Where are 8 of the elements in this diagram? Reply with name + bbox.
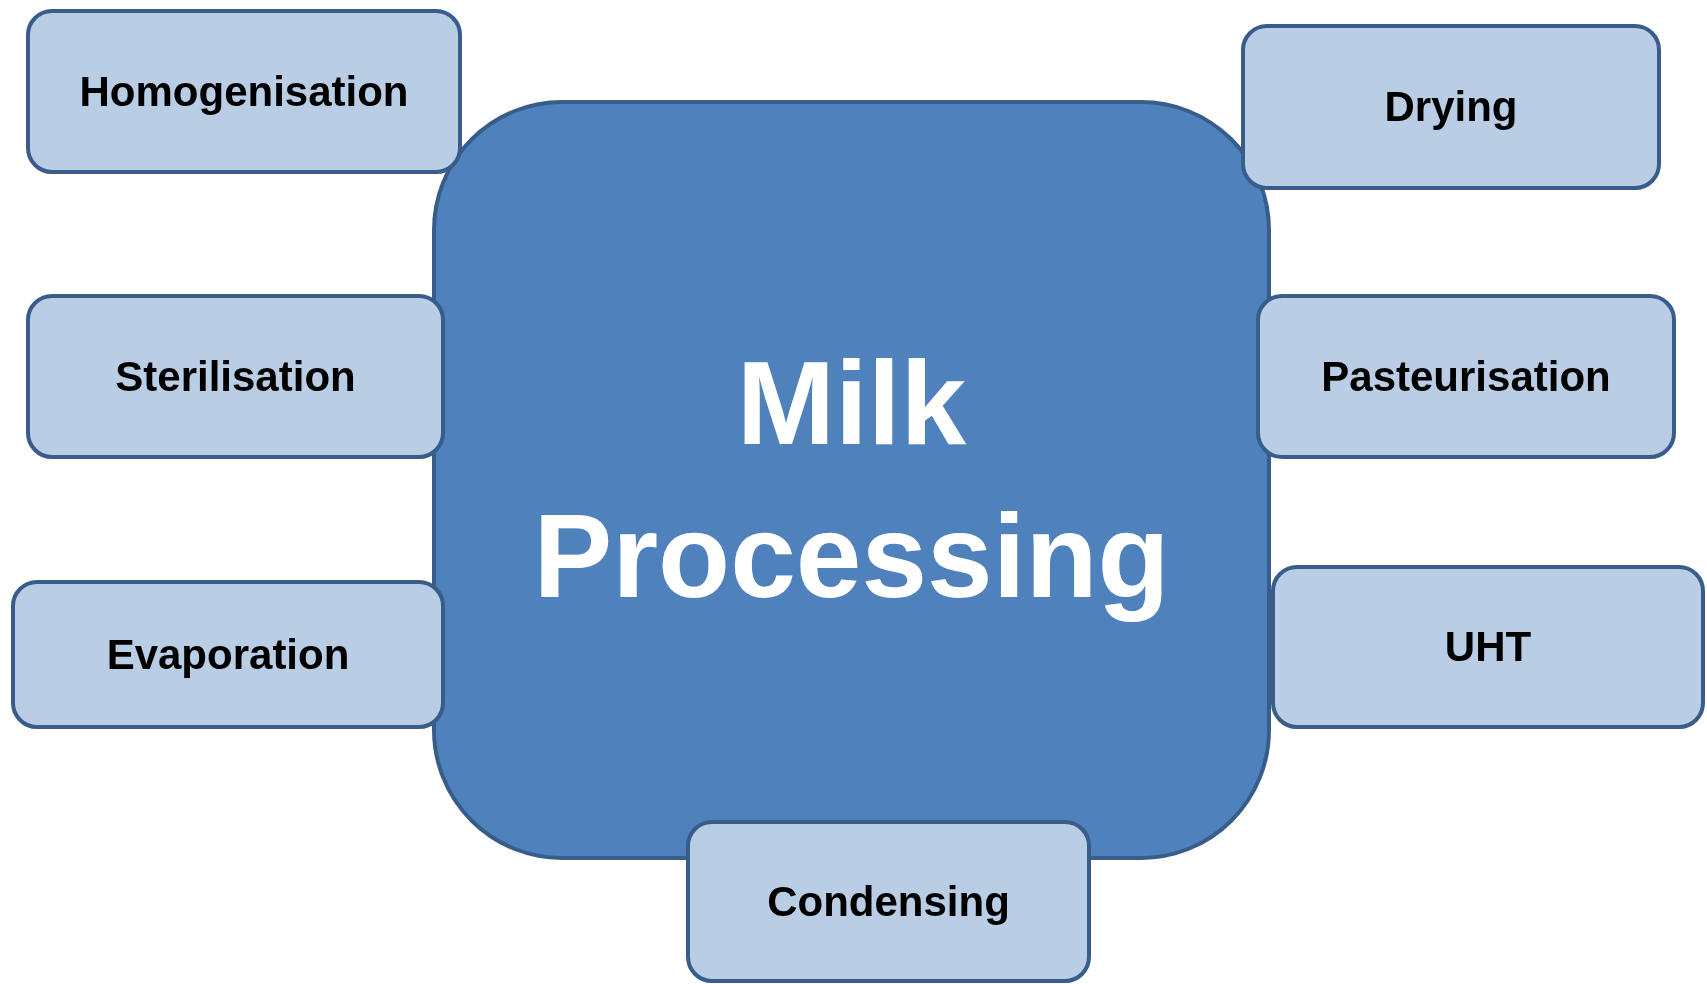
process-box: Evaporation bbox=[11, 580, 445, 729]
process-box: Pasteurisation bbox=[1256, 294, 1676, 459]
process-box: Drying bbox=[1241, 24, 1661, 190]
hub-box: Milk Processing bbox=[432, 100, 1271, 860]
process-box: Condensing bbox=[686, 820, 1091, 983]
process-box: Homogenisation bbox=[26, 9, 462, 174]
process-box: UHT bbox=[1271, 565, 1705, 729]
process-box: Sterilisation bbox=[26, 294, 445, 459]
